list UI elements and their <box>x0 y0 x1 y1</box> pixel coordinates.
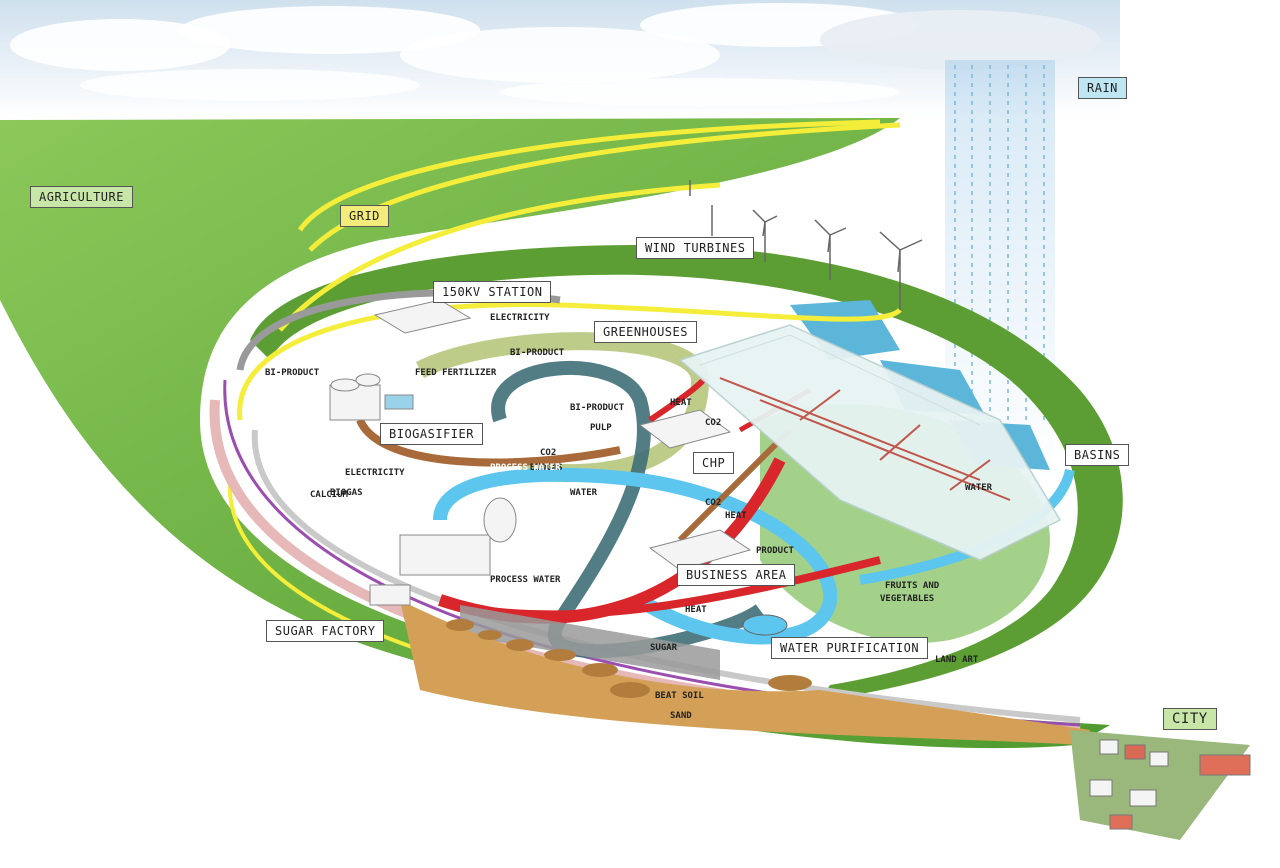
flow-biogas-left: BIOGAS <box>330 488 363 498</box>
beat-soil-band <box>400 600 1090 745</box>
flow-electricity: ELECTRICITY <box>490 313 550 323</box>
basins-label: BASINS <box>1065 444 1130 466</box>
greenhouses-label: GREENHOUSES <box>594 321 697 343</box>
flow-land-art: LAND ART <box>935 655 979 665</box>
sugar-factory-label: SUGAR FACTORY <box>266 620 385 642</box>
biogasifier-building <box>329 373 414 421</box>
agriculture-field <box>0 118 1110 749</box>
green-ring <box>250 245 1123 700</box>
sugar-factory-building <box>369 497 517 606</box>
rain-label: RAIN <box>1078 77 1127 99</box>
flow-water: WATER <box>570 488 598 498</box>
biogasifier-label: BIOGASIFIER <box>380 423 483 445</box>
flow-water-basins: WATER <box>965 483 993 493</box>
flow-electricity-left: ELECTRICITY <box>345 468 405 478</box>
flow-fruits-line1: FRUITS AND <box>885 581 940 591</box>
grid-label: GRID <box>340 205 389 227</box>
water-purification-label: WATER PURIFICATION <box>771 637 929 659</box>
flow-product: PRODUCT <box>756 546 795 556</box>
bi-product-loop <box>415 332 710 483</box>
flow-sand: SAND <box>670 711 692 721</box>
flow-process-water: PROCESS WATER <box>490 575 561 585</box>
co2-biogas-loop <box>356 418 621 467</box>
flow-bi-product-top: BI-PRODUCT <box>510 348 565 358</box>
wind-turbines-label: WIND TURBINES <box>636 237 755 259</box>
flow-fruits-line2: VEGETABLES <box>880 594 934 604</box>
flow-co2-lower: CO2 <box>705 498 721 508</box>
sky <box>0 0 1120 118</box>
flow-heat-chp: HEAT <box>670 398 692 408</box>
chp-label: CHP <box>693 452 735 474</box>
flow-feed-fertilizer: FEED FERTILIZER <box>415 368 497 378</box>
wind-turbines-group <box>689 180 923 310</box>
flow-beats: BEATS <box>308 518 335 528</box>
flow-heat-lower: HEAT <box>725 511 747 521</box>
water-purification-plant <box>742 614 788 636</box>
flow-beat-soil: BEAT SOIL <box>655 691 704 701</box>
station-label: 150KV STATION <box>433 281 552 303</box>
flow-labels: ELECTRICITY BI-PRODUCT FEED FERTILIZER B… <box>265 313 993 721</box>
flow-process-water-diag: PROCESS WATER <box>490 463 561 473</box>
greenhouses-complex <box>678 324 1062 561</box>
flow-co2-mid: CO2 <box>540 448 556 458</box>
agriculture-label: AGRICULTURE <box>30 186 133 208</box>
water-loop <box>433 467 838 645</box>
chp-building <box>638 409 732 449</box>
soil-pits <box>446 619 812 698</box>
flow-calcium: CALCIUM <box>310 490 349 500</box>
flow-biogas-mid: BIOGAS <box>530 463 563 473</box>
station-building <box>373 299 472 334</box>
flow-heat-bottom: HEAT <box>685 605 707 615</box>
flow-pulp: PULP <box>590 423 612 433</box>
flow-co2-chp: CO2 <box>705 418 721 428</box>
business-area-building <box>648 529 752 571</box>
sugar-band <box>460 605 720 680</box>
business-area-label: BUSINESS AREA <box>677 564 796 586</box>
flow-bi-product-left: BI-PRODUCT <box>265 368 320 378</box>
city-houses <box>1070 730 1251 840</box>
city-label: CITY <box>1163 708 1217 730</box>
flow-sugar: SUGAR <box>650 643 678 653</box>
flow-bi-product-mid: BI-PRODUCT <box>570 403 625 413</box>
